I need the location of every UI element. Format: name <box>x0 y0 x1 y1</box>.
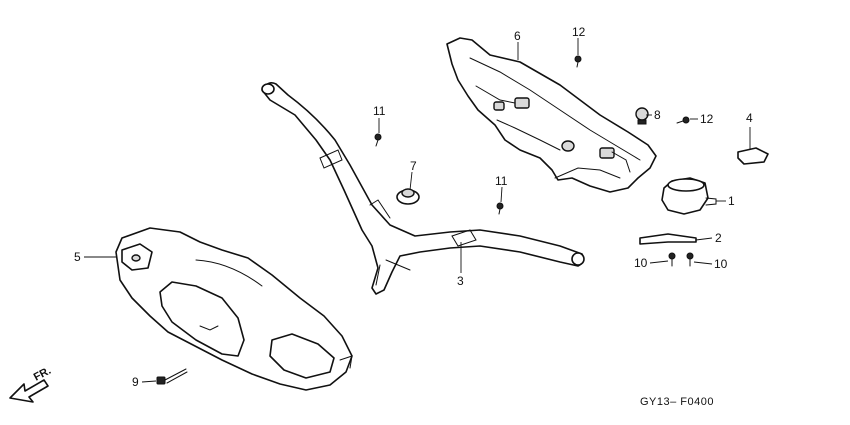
screw-10-left <box>668 252 676 267</box>
callout-3: 3 <box>457 274 464 288</box>
callout-8: 8 <box>654 108 661 122</box>
callout-10-right: 10 <box>714 257 728 271</box>
drawing-code: GY13– F0400 <box>640 396 714 408</box>
screw-11-lower <box>496 202 504 215</box>
callout-11-lower: 11 <box>495 174 508 188</box>
callout-6: 6 <box>514 29 521 43</box>
front-handlebar-cover <box>115 227 353 391</box>
screw-11-upper <box>374 133 382 147</box>
bolt-9 <box>156 368 188 385</box>
screw-10-right <box>686 252 694 267</box>
callout-12-right: 12 <box>700 112 714 126</box>
callout-5: 5 <box>74 250 81 264</box>
callout-12-upper: 12 <box>572 25 586 39</box>
screw-12-upper <box>574 55 582 68</box>
front-direction-label: FR. <box>32 365 53 384</box>
horn-bracket <box>639 233 697 245</box>
callout-1: 1 <box>728 194 735 208</box>
front-direction-indicator: FR. <box>9 365 53 403</box>
callout-11-upper: 11 <box>373 104 386 118</box>
clip-8 <box>635 107 649 125</box>
front-arrow-icon <box>9 379 49 403</box>
rear-handlebar-cover <box>446 37 657 193</box>
callout-4: 4 <box>746 111 753 125</box>
callout-7: 7 <box>410 159 417 173</box>
callout-labels: 1 2 3 4 5 6 7 8 9 10 10 11 11 12 12 <box>74 25 753 389</box>
screw-12-right <box>676 116 690 124</box>
handlebar-pipe <box>261 82 585 295</box>
callout-9: 9 <box>132 375 139 389</box>
callout-10-left: 10 <box>634 256 648 270</box>
grommet <box>396 188 420 205</box>
callout-2: 2 <box>715 231 722 245</box>
clip-4 <box>737 147 769 165</box>
leader-lines <box>84 38 751 383</box>
horn <box>661 177 717 215</box>
